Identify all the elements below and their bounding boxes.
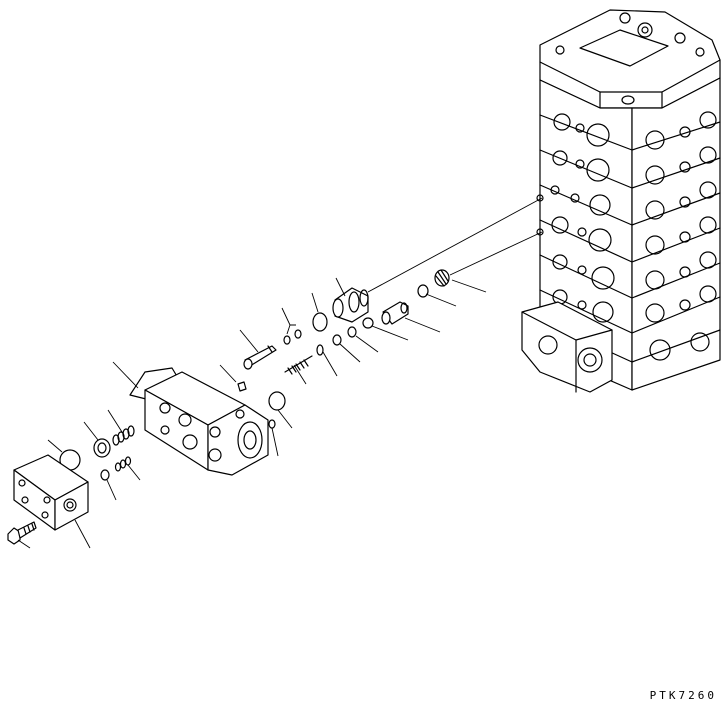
o-ring xyxy=(316,344,324,356)
spring-seat xyxy=(93,438,111,458)
pin xyxy=(243,345,277,370)
leader-lines xyxy=(17,277,487,549)
backup-ring xyxy=(312,312,328,332)
plunger xyxy=(284,355,313,375)
valve-housing xyxy=(129,367,269,476)
o-ring xyxy=(294,329,302,339)
assembly-centerlines xyxy=(367,194,544,293)
spool-sleeve xyxy=(332,287,369,323)
o-ring xyxy=(283,335,291,345)
poppet xyxy=(381,301,409,325)
spring-small xyxy=(114,456,132,472)
o-ring xyxy=(268,419,276,429)
o-ring xyxy=(347,326,357,338)
end-plate xyxy=(521,301,613,393)
bolt xyxy=(7,521,37,545)
control-valve-assembly xyxy=(521,9,721,393)
spring-large xyxy=(112,425,135,446)
seal-ring xyxy=(268,391,286,411)
o-ring xyxy=(100,469,110,481)
o-ring xyxy=(332,334,342,346)
small-plug xyxy=(237,381,247,392)
plug xyxy=(434,269,450,287)
o-ring xyxy=(362,317,374,329)
cover xyxy=(13,454,89,531)
figure-code: PTK7260 xyxy=(649,689,717,702)
o-ring xyxy=(417,284,429,298)
